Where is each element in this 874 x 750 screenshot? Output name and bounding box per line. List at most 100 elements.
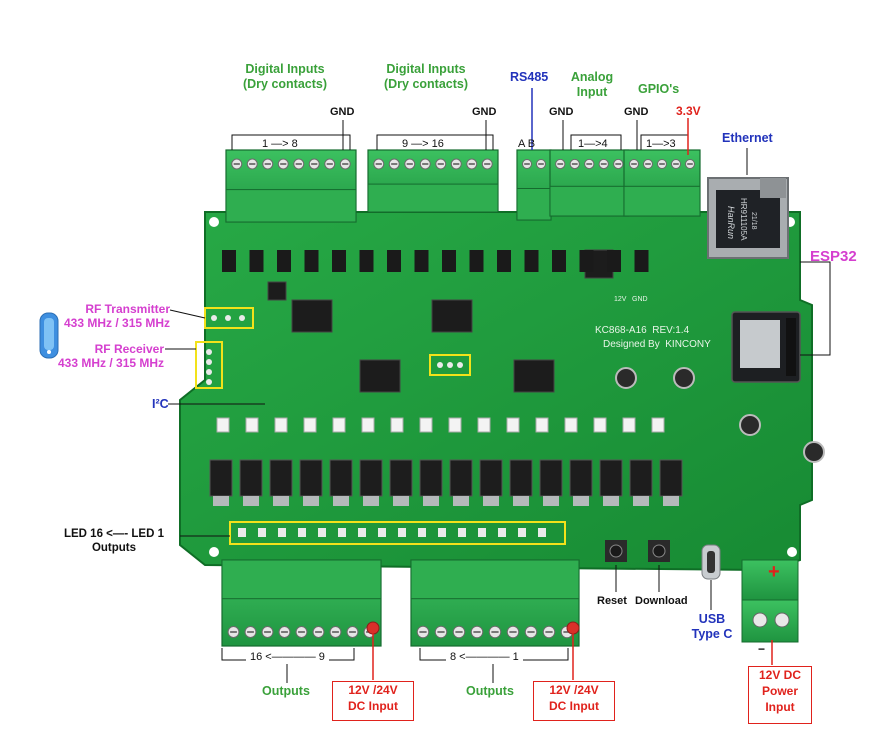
input-optocoupler: [579, 250, 594, 272]
ic-chip: [513, 359, 555, 393]
rf-transmitter-line2: 433 MHz / 315 MHz: [64, 316, 171, 331]
analog-terminal: [549, 149, 630, 217]
rf-transmitter-label: RF Transmitter 433 MHz / 315 MHz: [64, 302, 170, 331]
dc-input-screw-1: [366, 621, 380, 635]
digital-inputs-2-label: Digital Inputs (Dry contacts): [376, 62, 476, 92]
status-led: [398, 528, 406, 537]
usb-line2: Type C: [691, 627, 733, 641]
power-input-line3: Input: [765, 700, 795, 715]
status-led: [458, 528, 466, 537]
ic-chip: [431, 299, 473, 333]
reset-button-part: [605, 540, 627, 562]
output-terminal-8-1: [410, 559, 580, 647]
digital-inputs-1-label: Digital Inputs (Dry contacts): [235, 62, 335, 92]
outputs-8-1-range: 8 <———— 1: [446, 651, 523, 665]
output-mosfet: [659, 459, 683, 497]
rj45-date-text: 21/18: [750, 212, 757, 230]
dc-input-box-2: 12V /24V DC Input: [533, 681, 615, 721]
led-outputs-line2: Outputs: [91, 541, 137, 554]
v33-label: 3.3V: [676, 104, 701, 118]
gnd-label-2: GND: [472, 106, 497, 118]
output-mosfet: [359, 459, 383, 497]
output-optocoupler: [274, 417, 288, 433]
input-optocoupler: [304, 250, 319, 272]
input-terminal-9-16: [367, 149, 499, 213]
digital-inputs-1-line1: Digital Inputs: [245, 62, 325, 76]
gnd-label-1: GND: [330, 106, 355, 118]
mosfet-tab: [513, 496, 529, 506]
input-optocoupler: [524, 250, 539, 272]
status-led: [418, 528, 426, 537]
output-mosfet: [599, 459, 623, 497]
mosfet-tab: [633, 496, 649, 506]
status-led: [358, 528, 366, 537]
i2c-highlight: [429, 354, 471, 376]
output-mosfet: [389, 459, 413, 497]
relay-row: [216, 250, 665, 433]
rf-antenna-icon: [39, 312, 59, 359]
usb-c-port: [701, 544, 721, 580]
input-optocoupler: [607, 250, 621, 272]
analog-input-line1: Analog: [570, 70, 614, 84]
status-led: [378, 528, 386, 537]
led-row: [238, 528, 546, 537]
output-optocoupler: [506, 417, 520, 433]
gpio-terminal: [623, 149, 701, 217]
output-mosfet: [569, 459, 593, 497]
ethernet-label: Ethernet: [722, 131, 773, 145]
ic-chips: [267, 249, 825, 463]
mosfet-tab: [333, 496, 349, 506]
gpios-label: GPIO's: [638, 82, 680, 96]
mosfet-tab: [573, 496, 589, 506]
mosfet-tab: [363, 496, 379, 506]
rs485-ab-range: A B: [518, 138, 536, 150]
output-optocoupler: [622, 417, 636, 433]
mosfet-tab: [213, 496, 229, 506]
ic-chip: [267, 281, 287, 301]
i2c-label: I²C: [152, 397, 169, 411]
output-optocoupler: [564, 417, 578, 433]
power-plus-label: +: [768, 561, 780, 583]
rf-receiver-label: RF Receiver 433 MHz / 315 MHz: [58, 342, 164, 371]
output-mosfet: [509, 459, 533, 497]
status-led: [518, 528, 526, 537]
output-mosfet: [539, 459, 563, 497]
status-led: [298, 528, 306, 537]
red-leader-lines: [372, 118, 773, 680]
top-terminal-blocks: [225, 149, 701, 223]
output-mosfet: [209, 459, 233, 497]
gnd-label-4: GND: [624, 106, 649, 118]
output-optocoupler: [245, 417, 259, 433]
outputs-label-2: Outputs: [466, 684, 514, 698]
rj45-brand-text: HanRun: [726, 206, 736, 239]
ic-chip: [359, 359, 401, 393]
output-optocoupler: [216, 417, 230, 433]
output-optocoupler: [535, 417, 549, 433]
board-brand: KINCONY: [665, 339, 711, 350]
analog-input-line2: Input: [576, 85, 608, 99]
mosfet-tab: [243, 496, 259, 506]
output-mosfet: [329, 459, 353, 497]
output-mosfet: [629, 459, 653, 497]
input-optocoupler: [359, 250, 374, 272]
input-optocoupler: [277, 250, 291, 272]
usb-line1: USB: [698, 612, 726, 626]
power-input-line1: 12V DC: [758, 668, 802, 682]
esp32-label: ESP32: [810, 248, 857, 265]
rf-receiver-highlight: [195, 341, 223, 389]
digital-inputs-2-line2: (Dry contacts): [383, 77, 469, 91]
rs485-terminal: [516, 149, 552, 221]
usb-type-c-label: USB Type C: [690, 612, 734, 642]
mosfet-tab: [603, 496, 619, 506]
output-mosfet: [419, 459, 443, 497]
output-optocoupler: [419, 417, 433, 433]
gpio-1-3-range: 1—>3: [646, 138, 676, 150]
status-led: [438, 528, 446, 537]
input-terminal-1-8: [225, 149, 357, 223]
digital-inputs-1-line2: (Dry contacts): [242, 77, 328, 91]
analog-input-label: Analog Input: [562, 70, 622, 100]
input-optocoupler: [497, 250, 511, 272]
analog-1-4-range: 1—>4: [578, 138, 608, 150]
output-mosfet: [479, 459, 503, 497]
